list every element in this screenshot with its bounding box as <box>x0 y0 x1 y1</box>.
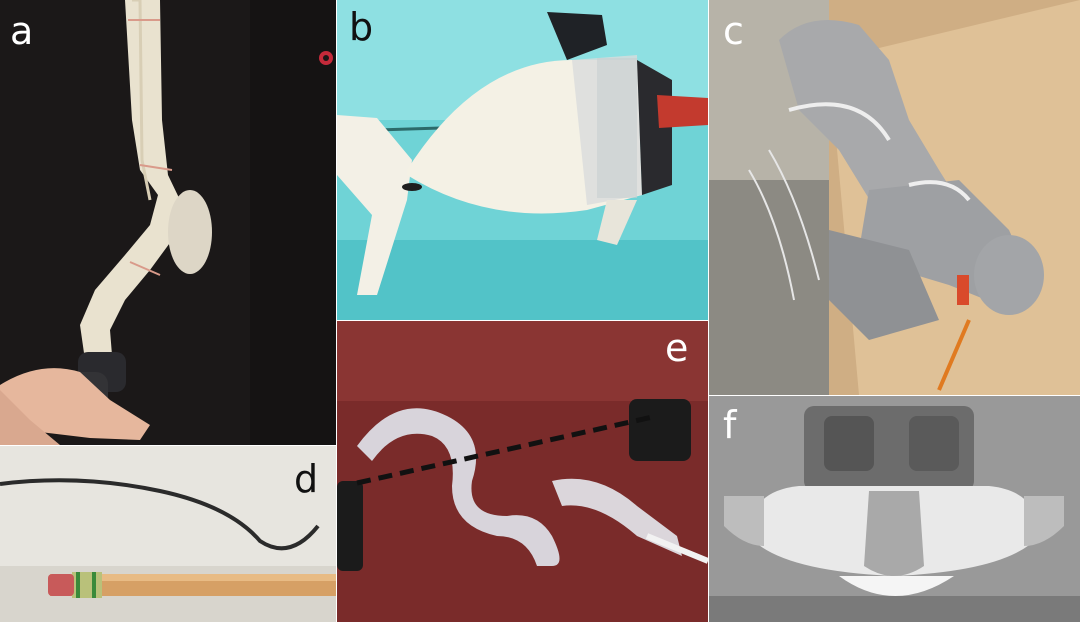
wire-pencil-illustration <box>0 446 336 622</box>
robotic-fish-illustration <box>337 0 708 320</box>
snake-robot-illustration <box>337 321 708 622</box>
panel-d: d <box>0 446 336 622</box>
panel-b: b <box>337 0 708 320</box>
panel-c-label: c <box>723 9 744 53</box>
panel-e-label: e <box>665 326 689 370</box>
panel-f-label: f <box>723 403 737 447</box>
panel-a-label: a <box>10 9 34 53</box>
jellyfish-robot-illustration <box>709 396 1080 622</box>
inflatable-arm-illustration <box>709 0 1080 395</box>
soft-arm-illustration <box>0 0 336 445</box>
panel-a: a <box>0 0 336 445</box>
panel-c: c <box>709 0 1080 395</box>
panel-f: f <box>709 396 1080 622</box>
panel-d-label: d <box>294 457 319 501</box>
panel-b-label: b <box>349 5 374 49</box>
panel-e: e <box>337 321 708 622</box>
